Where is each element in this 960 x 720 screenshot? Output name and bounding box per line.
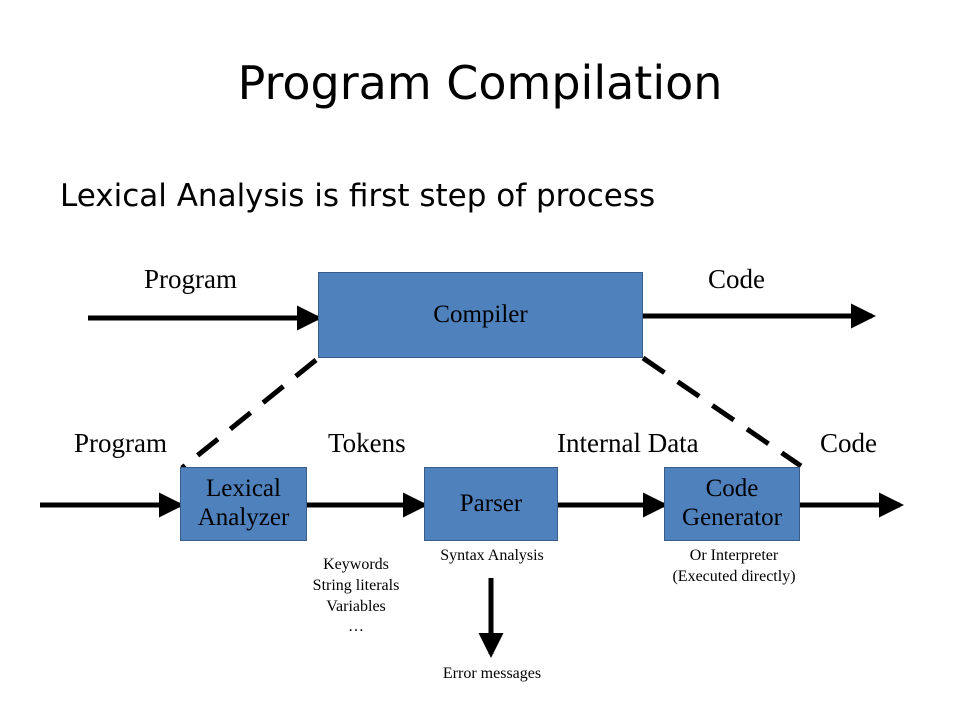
code-label: Code — [820, 428, 877, 458]
lexical-notes: Keywords String literals Variables … — [286, 555, 426, 638]
syntax-analysis-note: Syntax Analysis — [440, 547, 544, 564]
top-program-label: Program — [144, 264, 237, 294]
compiler-box: Compiler — [318, 272, 643, 358]
compiler-label: Compiler — [433, 300, 528, 328]
lexical-analyzer-box: Lexical Analyzer — [180, 467, 307, 541]
lexical-analyzer-label-line1: Lexical — [206, 475, 281, 503]
code-generator-box: Code Generator — [664, 467, 800, 541]
parser-label: Parser — [459, 489, 523, 517]
lexical-note-string-literals: String literals — [312, 576, 400, 594]
internal-data-label: Internal Data — [557, 428, 699, 458]
dashed-right-line — [641, 355, 803, 469]
program-label: Program — [74, 428, 167, 458]
codegen-notes: Or Interpreter (Executed directly) — [640, 546, 828, 588]
code-generator-label-line2: Generator — [682, 504, 782, 531]
error-messages-note: Error messages — [442, 665, 542, 682]
codegen-note-line2: (Executed directly) — [672, 567, 796, 585]
page-subtitle: Lexical Analysis is first step of proces… — [60, 178, 656, 214]
code-generator-label-line1: Code — [705, 475, 759, 503]
top-code-label: Code — [708, 264, 765, 294]
lexical-note-ellipsis: … — [348, 618, 364, 636]
tokens-label: Tokens — [328, 428, 406, 458]
lexical-analyzer-label-line2: Analyzer — [197, 504, 290, 531]
lexical-note-variables: Variables — [326, 597, 386, 615]
codegen-note-line1: Or Interpreter — [689, 547, 779, 564]
page-title: Program Compilation — [237, 56, 723, 110]
lexical-note-keywords: Keywords — [323, 556, 389, 573]
dashed-left-line — [180, 358, 318, 470]
parser-box: Parser — [424, 467, 558, 541]
